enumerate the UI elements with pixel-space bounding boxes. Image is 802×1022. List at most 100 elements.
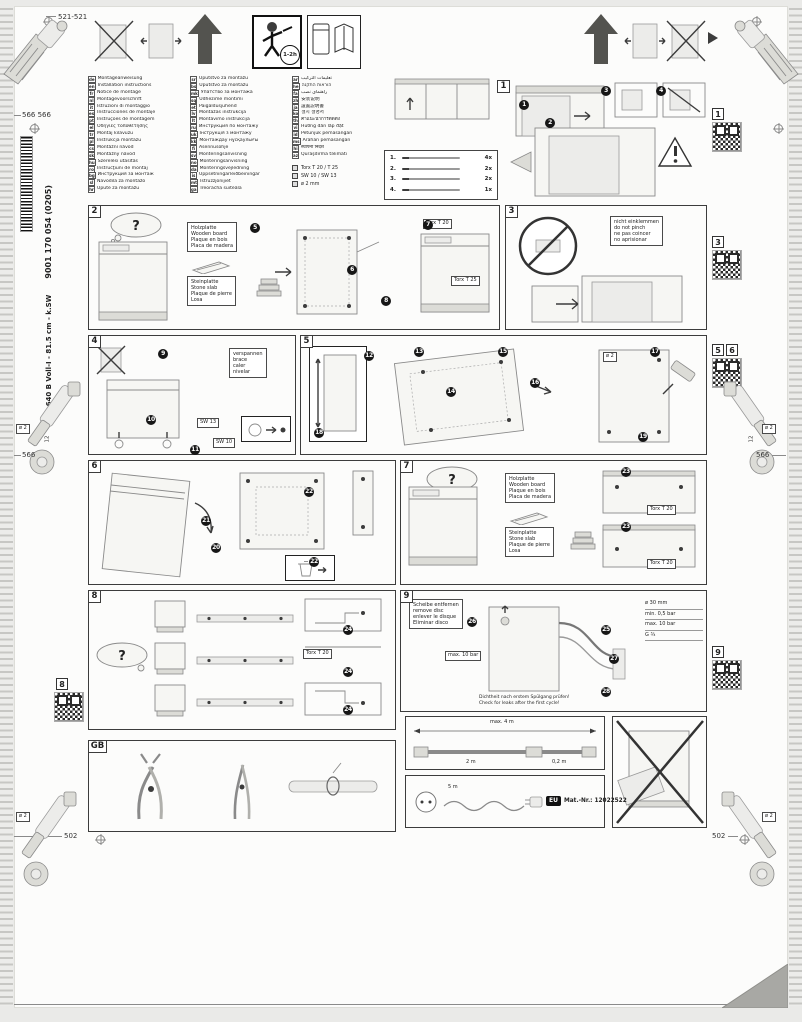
plinth-detail-line [305,646,381,648]
language-code: ko [292,110,300,118]
legend-item: Torx T 20 / T 25 [292,164,388,172]
plinth-rail-diagram [196,698,294,707]
language-label: Petunjuk pemasangan [301,131,353,137]
svg-text:?: ? [118,649,126,664]
hose-clamp-diagram [288,762,378,796]
measure-label-502-right: 502 [712,832,726,840]
socket-icon [415,791,437,813]
language-label: Montážny návod [97,151,136,157]
language-code: es [88,110,96,118]
fastener-parts-list: 1. 4x 2. 2x 3. 2x 4. 1x [384,150,498,200]
panel-4-tag: 4 [88,335,101,348]
language-code: is [190,172,197,180]
dishwasher-feet-diagram [106,379,180,449]
registration-mark-icon [740,835,749,844]
language-label: Montaj kılavuzu [97,131,134,137]
hose-total-length-label: max. 4 m [490,719,514,725]
do-not-lean-on-door-box [612,716,707,828]
stone-slab-icon [256,278,282,297]
barcode [20,136,33,232]
qr-section-number: 9 [712,646,724,658]
part-number: 2. [390,165,396,172]
part-row: 1. 4x [390,153,492,164]
qr-section-number: 3 [712,236,724,248]
step-marker: 6 [347,265,357,275]
measure-label-566-left: 566 [22,451,36,459]
qr-section-number: 1 [712,108,724,120]
detail-frame-b [662,82,706,118]
step-marker: 23 [621,467,631,477]
spec-item: ø 30 mm [645,599,703,610]
language-label: Οδηγίες τοποθέτησης [97,124,148,130]
up-arrow-icon [188,14,222,64]
language-code: nl [88,96,95,104]
language-code: hr [88,186,95,194]
part-row: 4. 1x [390,185,492,196]
spec-item: min. 0,5 bar [645,610,703,620]
measure-label-566-566: 566 566 [22,111,51,119]
part-number: 1. [390,155,396,162]
language-label: Instrucţiuni de montaj [97,165,148,171]
language-label: Treoracha suiteála [199,186,242,192]
language-label: 설치 설명서 [301,110,324,116]
svg-text:?: ? [448,473,456,488]
language-label: Montavimo instrukcija [199,117,250,123]
language-label: Quraşdırma təlimatı [301,151,347,157]
step-marker: 17 [650,347,660,357]
step-marker: 5 [250,223,260,233]
language-code: no [190,158,198,166]
language-code: sr [190,76,197,83]
language-label: Hướng dẫn lắp đặt [301,124,344,130]
language-code: fi [190,144,197,152]
dishwasher-front-diagram [98,241,168,321]
step-marker: 14 [446,387,456,397]
language-label: Installation instructions [97,82,152,88]
waste-bin-icon [298,561,327,577]
installer-time-box: 1-2h [252,15,302,69]
language-label: Uppsetningarleiðbeiningar [199,172,260,178]
mounting-bracket-diagram [275,229,380,315]
language-code: sq [190,96,198,104]
language-code: mk [190,89,199,97]
qr-section-number: 5 [712,344,724,356]
measure-label-521: 521-521 [58,13,88,21]
language-code: ro [88,165,95,173]
language-code: pt [88,117,95,125]
crossed-panel-icon [666,20,706,62]
language-code: sl [88,179,95,187]
language-label: Navodila za montažo [97,179,146,185]
language-label: Notice de montage [97,89,141,95]
crossed-dishwasher-icon [616,720,704,824]
qr-code [712,122,742,152]
language-label: Paigaldusjuhend [199,103,237,109]
measure-line [728,836,738,837]
qr-code [54,692,84,722]
language-label: Інструкція з монтажу [199,131,252,137]
language-label: คำแนะนำการติดตั้ง [301,117,340,123]
dimension-12-label: 12 [748,435,755,443]
torn-edge-right [789,8,802,1006]
part-quantity: 1x [484,186,492,193]
corner-tool-icon [728,14,800,98]
